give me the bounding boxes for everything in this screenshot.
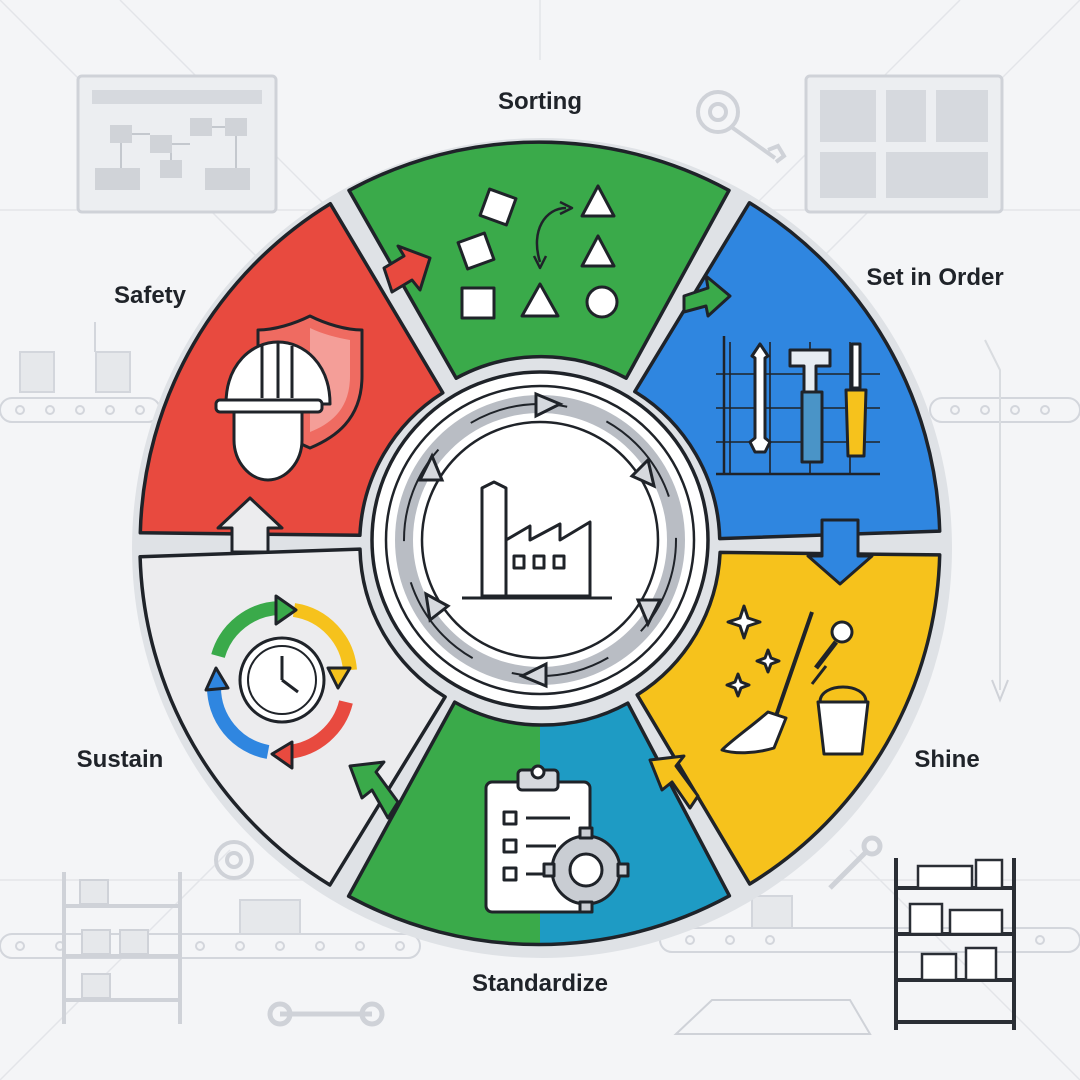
sustain-label: Sustain [76,746,164,773]
safety-label: Safety [113,282,187,309]
mop-bucket-sparkle-icon [720,604,870,756]
conveyor-belt-left [0,322,161,423]
panel-board-icon [804,74,1004,214]
flowchart-board-icon [76,74,278,214]
checklist-gear-icon [484,764,630,914]
shine-segment[interactable] [635,550,942,886]
cycle-arrows-icon [384,384,696,696]
shapes-sorting-icon [456,184,619,320]
clock-cycle-icon [204,594,357,770]
shelf-left-icon [62,872,182,1024]
shelf-right-icon [894,858,1016,1030]
standardize-segment-outline [346,700,732,947]
wrench-decor-icon [267,835,883,1027]
shine-label: Shine [914,746,980,773]
gear-wrench-decor-icon [696,90,787,164]
gear-decor-icon [214,840,254,880]
hardhat-shield-icon [214,314,364,482]
tools-on-grid-icon [716,336,880,476]
sorting-label: Sorting [498,88,582,115]
factory-icon [462,480,612,600]
conveyor-belt-right [929,339,1080,703]
standardize-label: Standardize [471,970,609,997]
set-in-order-label: Set in Order [866,264,1004,291]
floor-marking [673,999,872,1035]
segment-flow-arrows [216,244,874,820]
